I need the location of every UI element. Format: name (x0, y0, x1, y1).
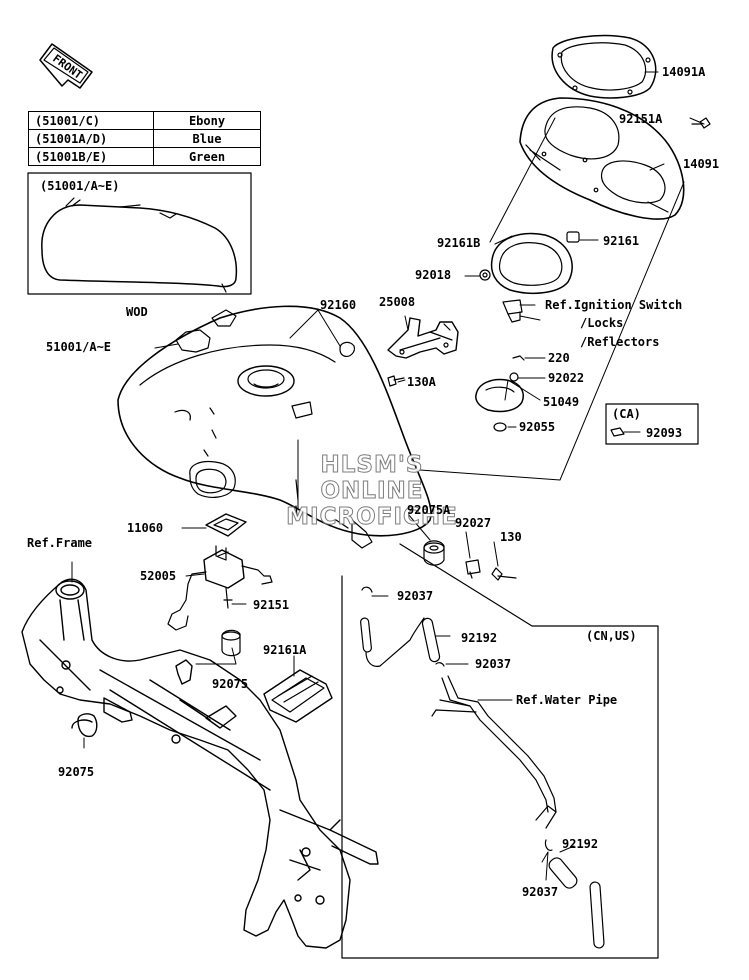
table-row: (51001B/E) Green (28, 147, 261, 166)
callout-92037-b: 92037 (475, 657, 512, 671)
callout-92075-b: 92075 (58, 765, 95, 779)
callout-92018: 92018 (415, 268, 452, 282)
cn-us-box (341, 543, 659, 959)
callout-locks: /Locks (580, 316, 624, 330)
callout-92192-b: 92192 (562, 837, 599, 851)
variant-code: (51001/C) (28, 111, 154, 130)
callout-11060: 11060 (127, 521, 164, 535)
inset-tank-label: (51001/A~E) (40, 179, 120, 193)
callout-220: 220 (548, 351, 570, 365)
fuel-tank (117, 305, 432, 549)
variant-color: Ebony (153, 111, 261, 130)
table-row: (51001A/D) Blue (28, 129, 261, 148)
callout-ref-ignition-switch: Ref.Ignition Switch (545, 298, 683, 312)
callout-92075-a: 92075 (212, 677, 249, 691)
variant-color: Green (153, 147, 261, 166)
callout-ref-frame: Ref.Frame (27, 536, 93, 550)
callout-92093: 92093 (646, 426, 683, 440)
callout-92027: 92027 (455, 516, 492, 530)
ca-box-label: (CA) (612, 407, 641, 421)
callout-130A: 130A (407, 375, 436, 389)
front-arrow-icon: FRONT (39, 43, 93, 89)
fuel-pump-assembly (167, 513, 273, 631)
callout-92161A: 92161A (263, 643, 307, 657)
watermark-line: ONLINE (320, 478, 424, 505)
callout-130: 130 (500, 530, 522, 544)
callout-14091A: 14091A (662, 65, 706, 79)
callout-92037-c: 92037 (522, 885, 559, 899)
variant-code: (51001B/E) (28, 147, 154, 166)
inset-wod-label: WOD (126, 305, 148, 319)
callout-92151: 92151 (253, 598, 290, 612)
watermark-line: HLSM'S (320, 452, 424, 479)
color-variant-table: (51001/C) Ebony (51001A/D) Blue (51001B/… (28, 111, 261, 166)
callout-51049: 51049 (543, 395, 580, 409)
inset-tank (27, 172, 252, 295)
bracket-assembly (339, 317, 459, 387)
callout-92075A: 92075A (407, 503, 451, 517)
callout-92055: 92055 (519, 420, 556, 434)
callout-ref-water-pipe: Ref.Water Pipe (516, 693, 618, 707)
callout-reflectors: /Reflectors (580, 335, 660, 349)
frame (21, 578, 379, 949)
watermark-line: MICROFICHE (286, 504, 458, 531)
callout-92161: 92161 (603, 234, 640, 248)
callout-25008: 25008 (379, 295, 416, 309)
mount-cushions (221, 629, 333, 723)
callout-51001: 51001/A~E (46, 340, 112, 354)
callout-52005: 52005 (140, 569, 177, 583)
callout-92161B: 92161B (437, 236, 481, 250)
callout-92037-a: 92037 (397, 589, 434, 603)
variant-color: Blue (153, 129, 261, 148)
watermark: HLSM'S ONLINE MICROFICHE (262, 452, 482, 531)
table-row: (51001/C) Ebony (28, 111, 261, 130)
variant-code: (51001A/D) (28, 129, 154, 148)
tank-rear-mount (423, 540, 517, 581)
callout-14091: 14091 (683, 157, 720, 171)
callout-92192-a: 92192 (461, 631, 498, 645)
callout-92022: 92022 (548, 371, 585, 385)
leader-lines (71, 71, 705, 881)
callout-92151A: 92151A (619, 112, 663, 126)
water-pipe-assembly (360, 586, 605, 949)
callout-92160: 92160 (320, 298, 357, 312)
cn-us-label: (CN,US) (586, 629, 637, 643)
